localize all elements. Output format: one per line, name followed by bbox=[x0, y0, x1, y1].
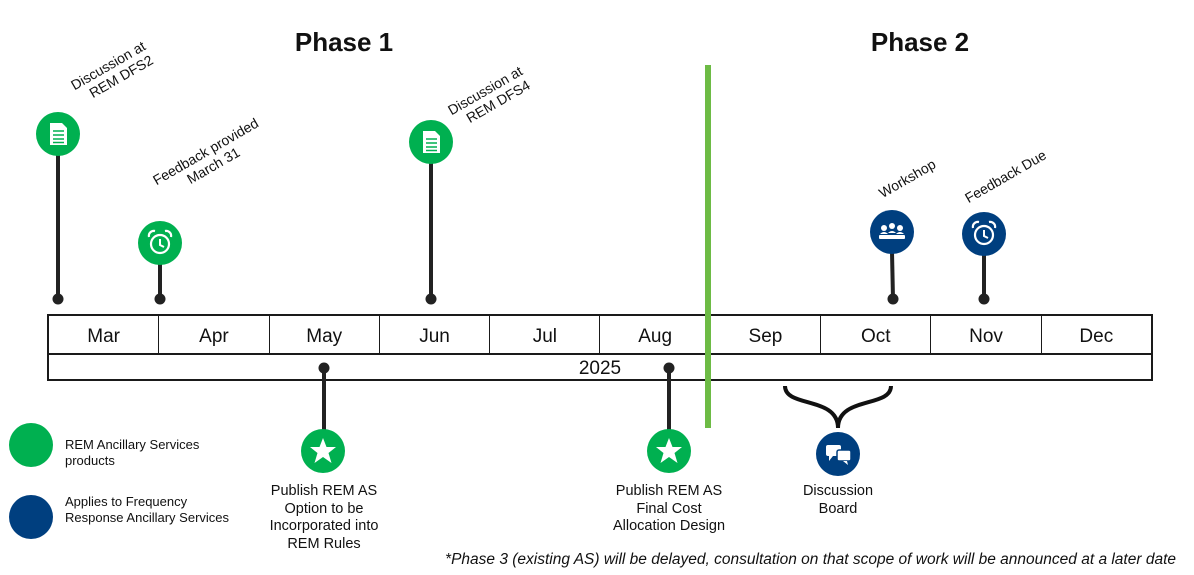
label-publish-aug: Publish REM AS Final Cost Allocation Des… bbox=[613, 483, 725, 536]
meeting-icon bbox=[870, 210, 914, 254]
label-discussion-board: Discussion Board bbox=[803, 483, 873, 518]
alarm-clock-icon bbox=[138, 221, 182, 265]
label-publish-may-line1: Publish REM AS bbox=[270, 483, 378, 499]
label-publish-may-line2: Option to be bbox=[284, 500, 364, 517]
legend-blue-line2: Response Ancillary Services bbox=[65, 510, 230, 525]
month-jul: Jul bbox=[490, 316, 601, 353]
month-may: May bbox=[270, 316, 380, 353]
alarm-clock-icon bbox=[962, 212, 1006, 256]
star-icon bbox=[301, 429, 345, 473]
dot-publish-aug bbox=[663, 362, 675, 374]
footnote: *Phase 3 (existing AS) will be delayed, … bbox=[445, 551, 1176, 568]
months-row: Mar Apr May Jun Jul Aug Sep Oct Nov Dec bbox=[49, 316, 1151, 355]
label-publish-may-line3: Incorporated into bbox=[269, 518, 379, 534]
document-icon bbox=[409, 120, 453, 164]
dot-dfs2 bbox=[52, 293, 64, 305]
month-sep: Sep bbox=[711, 316, 822, 353]
month-apr: Apr bbox=[159, 316, 270, 353]
month-dec: Dec bbox=[1079, 325, 1114, 347]
year-label: 2025 bbox=[578, 358, 622, 379]
label-discussion-board-line1: Discussion bbox=[802, 483, 874, 499]
document-icon bbox=[36, 112, 80, 156]
star-icon bbox=[647, 429, 691, 473]
legend-green-line1: REM Ancillary Services bbox=[65, 437, 200, 452]
phase-2-title: Phase 2 bbox=[870, 27, 970, 57]
dot-dfs4 bbox=[425, 293, 437, 305]
label-publish-may-line4: REM Rules bbox=[287, 535, 361, 552]
dot-feedback-due bbox=[978, 293, 990, 305]
legend-blue-swatch bbox=[9, 495, 53, 539]
month-oct: Oct bbox=[821, 316, 932, 353]
chat-bubbles-icon bbox=[816, 432, 860, 476]
month-mar: Mar bbox=[49, 316, 160, 353]
dot-workshop bbox=[887, 293, 899, 305]
legend-green-text: REM Ancillary Services products bbox=[65, 437, 199, 469]
legend-blue-text: Applies to Frequency Response Ancillary … bbox=[65, 494, 229, 526]
legend-green-swatch bbox=[9, 423, 53, 467]
label-publish-aug-line2: Final Cost bbox=[636, 500, 702, 517]
timeline-table: Mar Apr May Jun Jul Aug Sep Oct Nov Dec … bbox=[47, 314, 1153, 381]
stem-workshop bbox=[890, 251, 895, 300]
legend-blue-line1: Applies to Frequency bbox=[65, 494, 188, 509]
label-discussion-board-line2: Board bbox=[818, 500, 858, 517]
brace-sep-oct bbox=[783, 385, 893, 429]
dot-feedback-mar bbox=[154, 293, 166, 305]
month-jun: Jun bbox=[380, 316, 491, 353]
label-publish-aug-line3: Allocation Design bbox=[612, 518, 726, 534]
dot-publish-may bbox=[318, 362, 330, 374]
phase-1-title: Phase 1 bbox=[294, 27, 394, 57]
label-publish-aug-line1: Publish REM AS bbox=[615, 483, 723, 499]
legend-green-line2: products bbox=[65, 453, 115, 468]
month-nov: Nov bbox=[931, 316, 1042, 353]
label-publish-may: Publish REM AS Option to be Incorporated… bbox=[270, 483, 379, 553]
